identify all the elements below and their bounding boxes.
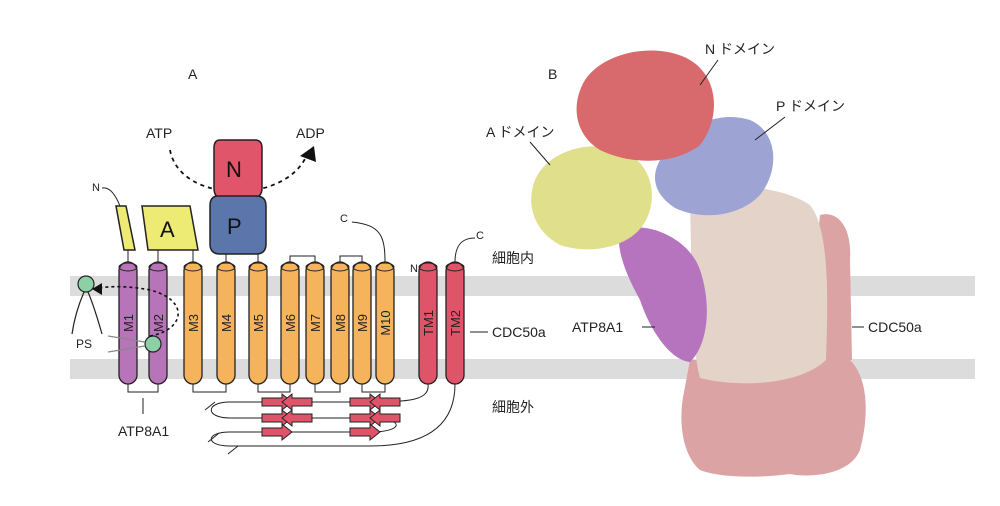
loop-line [289, 255, 316, 262]
atp-label: ATP [146, 125, 172, 141]
helix-m9: M9 [352, 261, 372, 385]
helix-m3: M3 [183, 261, 203, 385]
helix-m5: M5 [248, 261, 268, 385]
helix-m8: M8 [330, 261, 350, 385]
a-domain-shape [141, 205, 199, 251]
a-domain-label-b: A ドメイン [486, 124, 554, 140]
helix-m10: M10 [375, 261, 395, 385]
intracellular-label: 細胞内 [492, 250, 534, 266]
helix-tm2: TM2 [445, 261, 465, 385]
helix-m1-label: M1 [121, 314, 136, 332]
helix-tm1-label: TM1 [421, 310, 436, 336]
beta-strand-arrow [349, 422, 381, 442]
a-domain-label: A [160, 217, 175, 242]
ps-tails [107, 335, 146, 353]
atp8a1-label-a: ATP8A1 [118, 423, 169, 439]
helix-m10-label: M10 [378, 310, 393, 335]
helix-m4-label: M4 [219, 314, 234, 332]
a-domain-density [531, 146, 652, 250]
panel-a-label: A [188, 66, 198, 82]
a-domain-small-shape [115, 205, 136, 251]
helix-tm1: TM1 [418, 261, 438, 385]
c-terminus-line [351, 221, 386, 263]
c-terminus-line-cdc50a [454, 237, 476, 263]
atp8a1-label-b: ATP8A1 [572, 319, 623, 335]
helix-m8-cap [330, 262, 350, 272]
helix-m2-cap [148, 262, 168, 272]
cryo-em-density-map [531, 50, 866, 477]
helix-m6-cap [280, 262, 300, 272]
ps-head-icon [144, 335, 162, 353]
helix-m5-label: M5 [251, 314, 266, 332]
n-domain-label-b: N ドメイン [705, 41, 775, 57]
cdc50a-label-b: CDC50a [868, 319, 922, 335]
beta-strand-arrow [281, 392, 313, 412]
c-terminus-label-cdc50a: C [476, 230, 484, 242]
ps-label: PS [76, 337, 92, 351]
a-domain-leader [529, 141, 551, 166]
helix-tm2-label: TM2 [448, 310, 463, 336]
helix-m6-label: M6 [283, 314, 298, 332]
panel-b-label: B [548, 66, 557, 82]
cdc50a-density [681, 360, 866, 477]
p-domain-shape [209, 195, 267, 255]
helix-m9-cap [352, 262, 372, 272]
helix-m4-cap [216, 262, 236, 272]
flip-arrowhead-icon [92, 283, 102, 295]
p-domain-label-b: P ドメイン [776, 98, 845, 114]
beta-strand-group [261, 392, 401, 442]
cdc50a-label-a: CDC50a [492, 324, 546, 340]
n-terminus-label-cdc50a: N [410, 263, 418, 275]
p-domain-leader [754, 116, 786, 141]
helix-m2-label: M2 [151, 314, 166, 332]
atp8a1-density [618, 227, 707, 362]
beta-strand-arrow [369, 392, 401, 412]
ecd-tick [204, 401, 239, 455]
helix-m5-cap [248, 262, 268, 272]
loop-line [127, 384, 159, 393]
helix-group: M1 M2 M3 M4 M5 M6 M7 M8 M9 M10 TM1 TM2 [118, 261, 465, 385]
lipid-head-icon [77, 275, 95, 293]
helix-tm2-cap [445, 262, 465, 272]
loop-line [192, 384, 227, 393]
helix-m7-label: M7 [308, 314, 323, 332]
helix-m9-label: M9 [355, 314, 370, 332]
n-terminus-label: N [92, 182, 100, 194]
beta-strand-arrow [261, 422, 293, 442]
n-terminus-line [101, 187, 121, 207]
adp-label: ADP [296, 125, 325, 141]
helix-m8-label: M8 [333, 314, 348, 332]
beta-strand-arrow [281, 408, 313, 428]
helix-tm1-cap [418, 262, 438, 272]
cdc50a-ecd-loop [210, 383, 456, 447]
helix-m6: M6 [280, 261, 300, 385]
n-domain-label: N [226, 157, 242, 182]
atp-adp-arrow [169, 149, 309, 193]
helix-m3-label: M3 [186, 314, 201, 332]
helix-m4: M4 [216, 261, 236, 385]
adp-arrowhead-icon [300, 146, 316, 162]
helix-m1: M1 [118, 261, 138, 385]
lipid-tails [71, 291, 103, 335]
loop-line [361, 384, 386, 393]
helix-m3-cap [183, 262, 203, 272]
beta-strand-arrow [369, 408, 401, 428]
extracellular-label: 細胞外 [492, 399, 534, 415]
helix-m7: M7 [305, 261, 325, 385]
loop-line [339, 255, 363, 262]
c-terminus-label-atp8a1: C [340, 213, 348, 225]
loop-line [257, 384, 291, 393]
n-domain-leader [699, 59, 719, 86]
n-domain-density [576, 50, 714, 161]
p-domain-label: P [227, 214, 242, 239]
core-density [690, 187, 828, 384]
ps-flip-arrow [99, 285, 179, 337]
helix-m10-cap [375, 262, 395, 272]
loop-line [314, 384, 341, 393]
helix-m7-cap [305, 262, 325, 272]
helix-m2: M2 [148, 261, 168, 385]
helix-m1-cap [118, 262, 138, 272]
